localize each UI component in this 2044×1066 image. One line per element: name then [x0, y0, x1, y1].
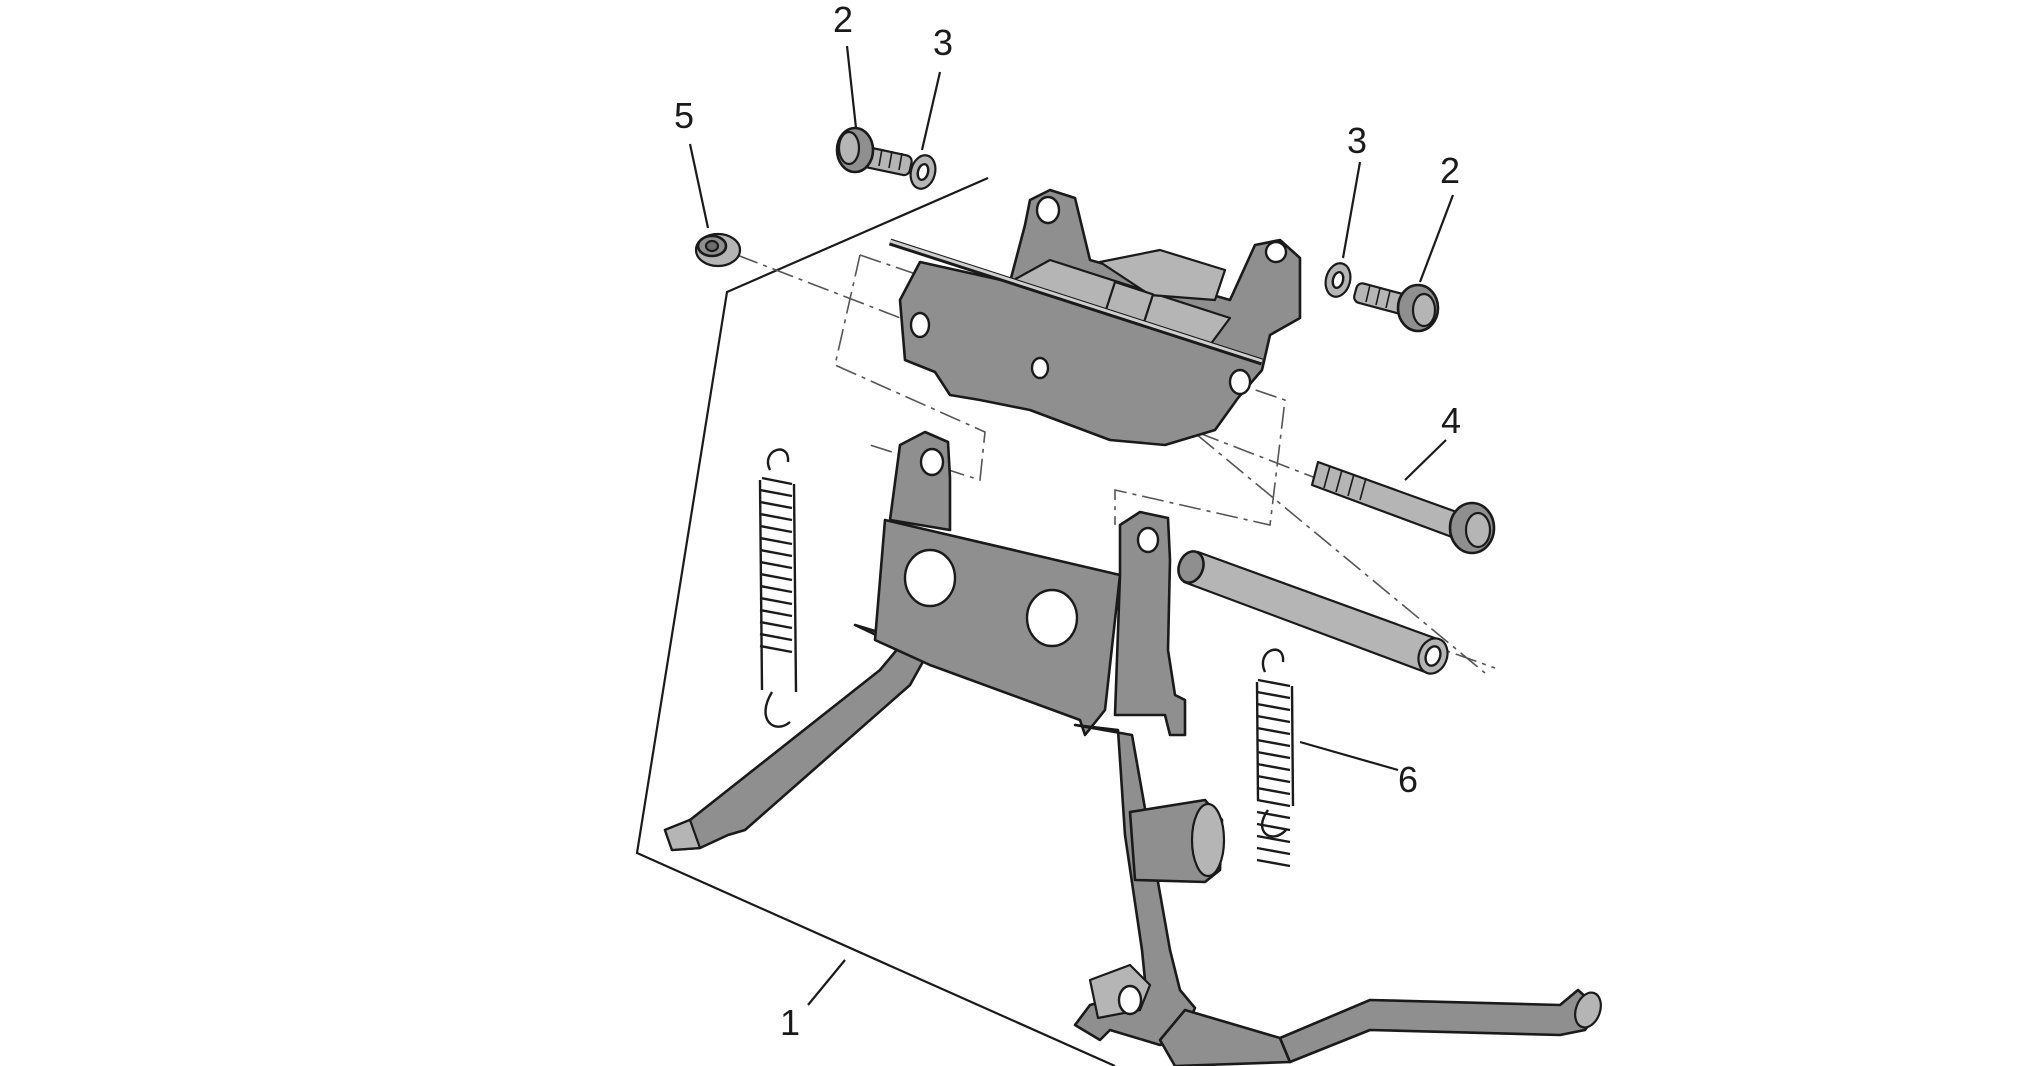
callout-label-5: 5	[674, 95, 694, 136]
washer-part-3-right	[1324, 262, 1352, 298]
washer-part-3-left	[909, 154, 937, 190]
spring-right-part-6	[1255, 648, 1295, 868]
callout-label-1: 1	[780, 1002, 800, 1043]
callout-label-3-left: 3	[933, 22, 953, 63]
spring-left	[758, 448, 798, 728]
assembly-frame	[635, 176, 1116, 1066]
callout-label-6: 6	[1398, 759, 1418, 800]
long-bolt-part-4	[1310, 460, 1496, 555]
pivot-pin-tube	[1177, 550, 1449, 675]
upper-mounting-bracket	[888, 188, 1302, 447]
center-stand-part-1	[663, 430, 1602, 1066]
callout-label-4: 4	[1441, 400, 1461, 441]
callout-label-3-right: 3	[1347, 120, 1367, 161]
bolt-part-2-right	[1353, 282, 1440, 333]
callout-label-2-right: 2	[1440, 150, 1460, 191]
leader-lines	[688, 45, 1455, 1006]
callout-label-2-left: 2	[833, 0, 853, 40]
callout-labels: 2 3 5 3 2 4 6 1	[674, 0, 1461, 1043]
rubber-buffer-part-5	[694, 232, 742, 268]
bolt-part-2-left	[835, 126, 913, 177]
